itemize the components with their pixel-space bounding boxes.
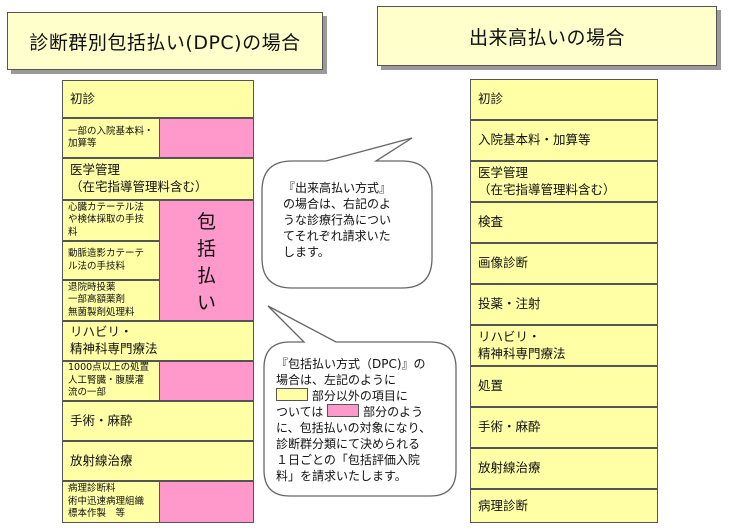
bubble-bottom-text: 『包括払い方式（DPC)』の 場合は、左記のように 部分以外の項目に ついては … (276, 356, 456, 484)
bubble-top-text: 『出来高払い方式』 の場合は、右記のよ うな診療行為につい てそれぞれ請求いた … (283, 181, 392, 259)
right-item-toyaku: 投薬・注射 (470, 284, 658, 325)
left-title: 診断群別包括払い(DPC)の場合 (29, 31, 301, 54)
right-item-shoshin: 初診 (470, 79, 658, 120)
bubble-bottom-line4: ついては 部分のよう (276, 404, 424, 419)
left-item-rehab: リハビリ・ 精神科専門療法 (62, 321, 254, 361)
left-item-hoshasen: 放射線治療 (62, 441, 254, 481)
bubble-bottom-rest: に、包括払いの対象になり、 診断群分類にて決められる １日ごとの「包括評価入院 … (276, 421, 432, 483)
right-title-box: 出来高払いの場合 (377, 6, 717, 66)
right-item-gazo: 画像診断 (470, 243, 658, 284)
right-item-shochi: 処置 (470, 366, 658, 407)
yellow-swatch (276, 388, 308, 401)
left-title-box: 診断群別包括払い(DPC)の場合 (7, 12, 323, 70)
bubble-bottom-line1: 『包括払い方式（DPC)』の (276, 357, 426, 371)
right-title: 出来高払いの場合 (468, 26, 625, 49)
bubble-top-shape (261, 137, 433, 289)
bubble-bottom-line3: 部分以外の項目に (276, 388, 456, 404)
left-pink-nyuin-kihon (159, 118, 254, 158)
bubble-bottom-shape (263, 305, 457, 497)
right-item-byori: 病理診断 (470, 489, 658, 523)
right-item-hoshasen: 放射線治療 (470, 448, 658, 489)
pink-swatch (327, 404, 360, 417)
bubble-bottom-line2: 場合は、左記のように (276, 373, 397, 387)
right-item-igaku-kanri: 医学管理 （在宅指導管理料含む） (470, 161, 658, 202)
pink-label-char-3: 払 (196, 265, 216, 287)
left-pink-shochi (159, 361, 254, 401)
right-item-nyuin-kihon: 入院基本料・加算等 (470, 120, 658, 161)
right-item-rehab: リハビリ・ 精神科専門療法 (470, 325, 658, 366)
left-pink-hokatsu: 包 括 払 い (159, 200, 254, 321)
left-item-shoshin: 初診 (62, 80, 254, 118)
left-item-shujutsu: 手術・麻酔 (62, 401, 254, 441)
pink-label-char-4: い (196, 292, 216, 314)
pink-label-char-2: 括 (196, 238, 216, 260)
right-item-shujutsu: 手術・麻酔 (470, 407, 658, 448)
pink-label-char-1: 包 (196, 211, 216, 233)
left-item-igaku-kanri: 医学管理 （在宅指導管理料含む） (62, 158, 254, 200)
right-item-kensa: 検査 (470, 202, 658, 243)
left-pink-byori (159, 481, 254, 523)
